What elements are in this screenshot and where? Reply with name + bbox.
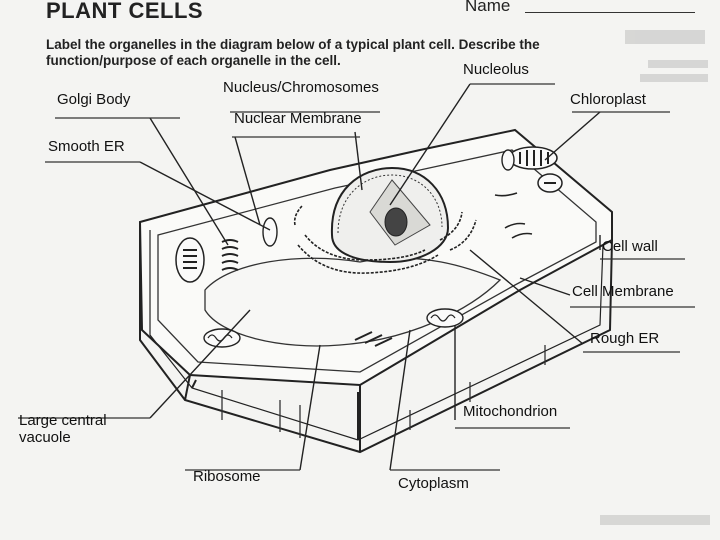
label-smooth-er: Smooth ER <box>48 138 125 155</box>
rough-er <box>293 204 477 274</box>
central-vacuole <box>204 257 502 347</box>
name-line <box>525 12 695 13</box>
mitochondrion-2 <box>426 308 464 328</box>
label-cytoplasm: Cytoplasm <box>398 475 469 492</box>
chloroplast-left <box>175 237 205 283</box>
nucleolus <box>384 207 408 237</box>
label-chloroplast: Chloroplast <box>570 91 646 108</box>
smooth-er <box>494 192 533 239</box>
label-cell-wall: Cell wall <box>602 238 658 255</box>
label-nucleus: Nucleus/Chromosomes <box>223 79 379 96</box>
bleed-through-text <box>600 30 710 525</box>
leader-lines <box>139 83 601 471</box>
label-cell-membrane: Cell Membrane <box>572 283 674 300</box>
mitochondrion-1 <box>203 328 241 348</box>
label-central-vacuole: Large central vacuole <box>19 412 107 446</box>
label-mitochondrion: Mitochondrion <box>463 403 558 420</box>
wall-section-lines <box>221 345 546 438</box>
golgi-body <box>221 239 239 271</box>
mitochondrion-4 <box>501 149 515 171</box>
instructions: Label the organelles in the diagram belo… <box>46 37 540 68</box>
chloroplast-right <box>537 173 563 193</box>
chloroplast-top <box>508 146 558 170</box>
nuclear-membrane <box>337 174 443 234</box>
label-nucleolus: Nucleolus <box>463 61 529 78</box>
label-golgi-body: Golgi Body <box>57 91 131 108</box>
ribosome-dashes <box>354 331 393 347</box>
mitochondrion-3 <box>262 217 278 247</box>
nucleus <box>330 166 450 264</box>
answer-blanks <box>18 83 695 471</box>
label-ribosome: Ribosome <box>193 468 261 485</box>
page-title: PLANT CELLS <box>46 0 204 23</box>
label-rough-er: Rough ER <box>590 330 660 347</box>
name-label: Name <box>465 0 511 15</box>
label-nuclear-membrane: Nuclear Membrane <box>234 110 362 127</box>
